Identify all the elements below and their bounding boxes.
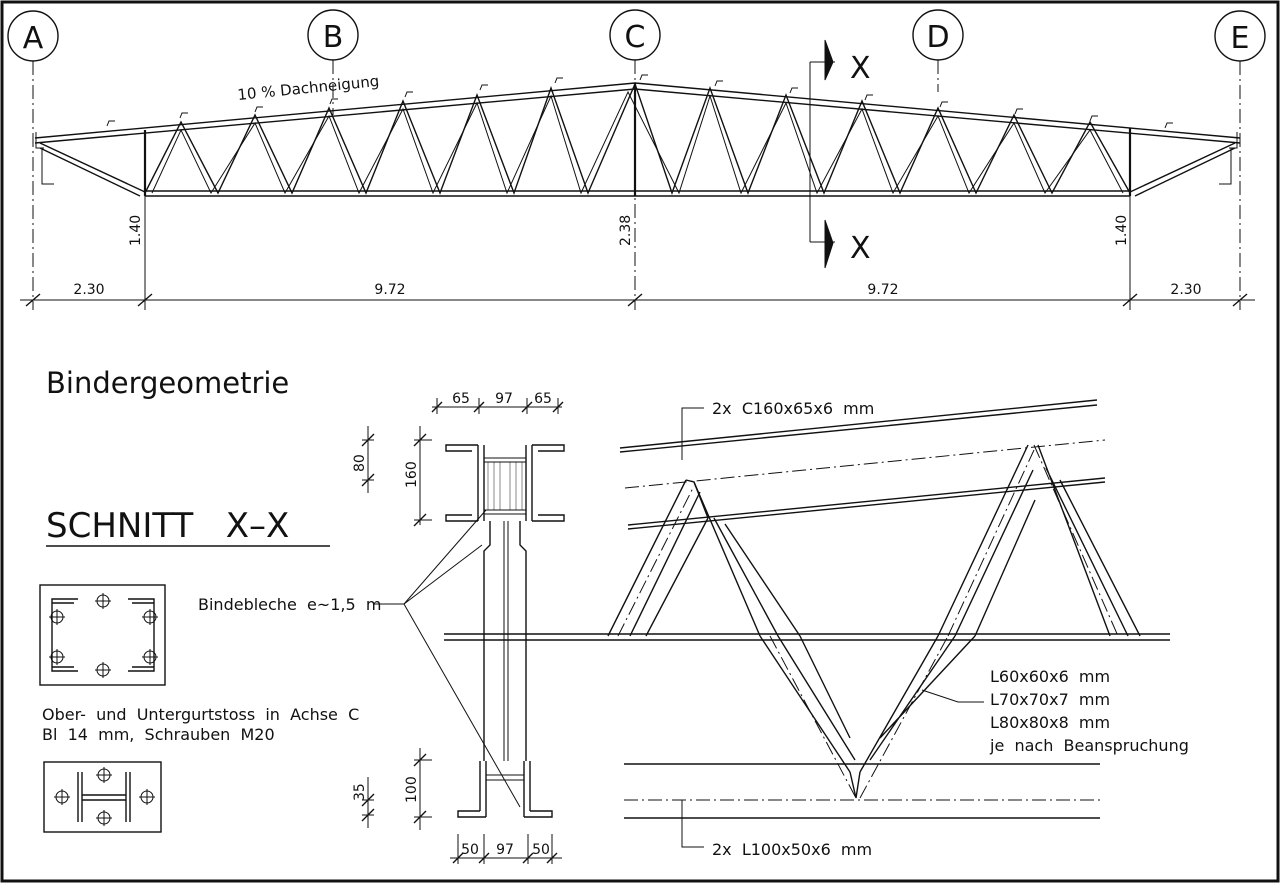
top-flange-dim: 80	[352, 454, 368, 472]
span-3: 9.72	[867, 282, 898, 298]
roof-slope-label: 10 % Dachneigung	[237, 72, 380, 104]
bottom-flange-dim: 35	[352, 783, 368, 801]
bottom-width-2: 97	[496, 842, 514, 858]
diagonal-label-2: L70x70x7 mm	[990, 690, 1110, 709]
purlin-marks	[106, 74, 1173, 129]
diagonal-label-1: L60x60x6 mm	[990, 667, 1110, 686]
top-chord-label: 2x C160x65x6 mm	[712, 399, 874, 418]
splice-plate-top-chord	[39, 584, 166, 686]
height-right: 1.40	[1114, 215, 1130, 246]
web-diagonals	[144, 82, 1131, 196]
span-2: 9.72	[374, 282, 405, 298]
section-cut-marks: X X	[809, 39, 871, 269]
title-schnitt: SCHNITT X–X	[46, 506, 289, 546]
height-dimensions: 1.40 2.38 1.40	[128, 215, 1130, 246]
bottom-height-dim: 100	[404, 776, 420, 803]
splice-plate-bottom-chord	[43, 761, 162, 833]
top-height-dim: 160	[404, 461, 420, 488]
height-left: 1.40	[128, 215, 144, 246]
diagonal-label-3: L80x80x8 mm	[990, 713, 1110, 732]
title-bindergeometrie: Bindergeometrie	[46, 366, 289, 400]
splice-label-line2: Bl 14 mm, Schrauben M20	[42, 725, 275, 744]
span-4: 2.30	[1170, 282, 1201, 298]
span-1: 2.30	[73, 282, 104, 298]
axis-label-c: C	[625, 20, 646, 55]
bottom-width-3: 50	[532, 842, 550, 858]
bottom-chord-label: 2x L100x50x6 mm	[712, 840, 872, 859]
bottom-width-1: 50	[461, 842, 479, 858]
axis-markers: A B C D E	[7, 9, 1266, 62]
axis-label-d: D	[926, 20, 949, 55]
cross-section: 65 97 65 80 160 35 100 50 97	[352, 391, 565, 864]
vertical-posts	[143, 83, 1132, 196]
top-width-2: 97	[495, 391, 513, 407]
top-width-1: 65	[452, 391, 470, 407]
end-braces	[35, 132, 1238, 197]
section-mark-top: X	[850, 51, 871, 86]
bottom-chord	[145, 190, 1130, 197]
span-dimension-line: 2.30 9.72 9.72 2.30	[20, 196, 1255, 310]
splice-label-line1: Ober- und Untergurtstoss in Achse C	[42, 705, 359, 724]
batten-plate-label: Bindebleche e~1,5 m	[198, 595, 381, 614]
axis-label-b: B	[323, 20, 344, 55]
axis-label-a: A	[23, 21, 44, 56]
height-mid: 2.38	[618, 215, 634, 246]
truss-detail	[444, 399, 1170, 848]
truss-elevation: A B C D E 10 % Dachneigung	[7, 9, 1266, 310]
section-mark-bottom: X	[850, 231, 871, 266]
axis-label-e: E	[1231, 21, 1250, 56]
top-width-3: 65	[534, 391, 552, 407]
diagonal-label-4: je nach Beanspruchung	[989, 736, 1189, 755]
